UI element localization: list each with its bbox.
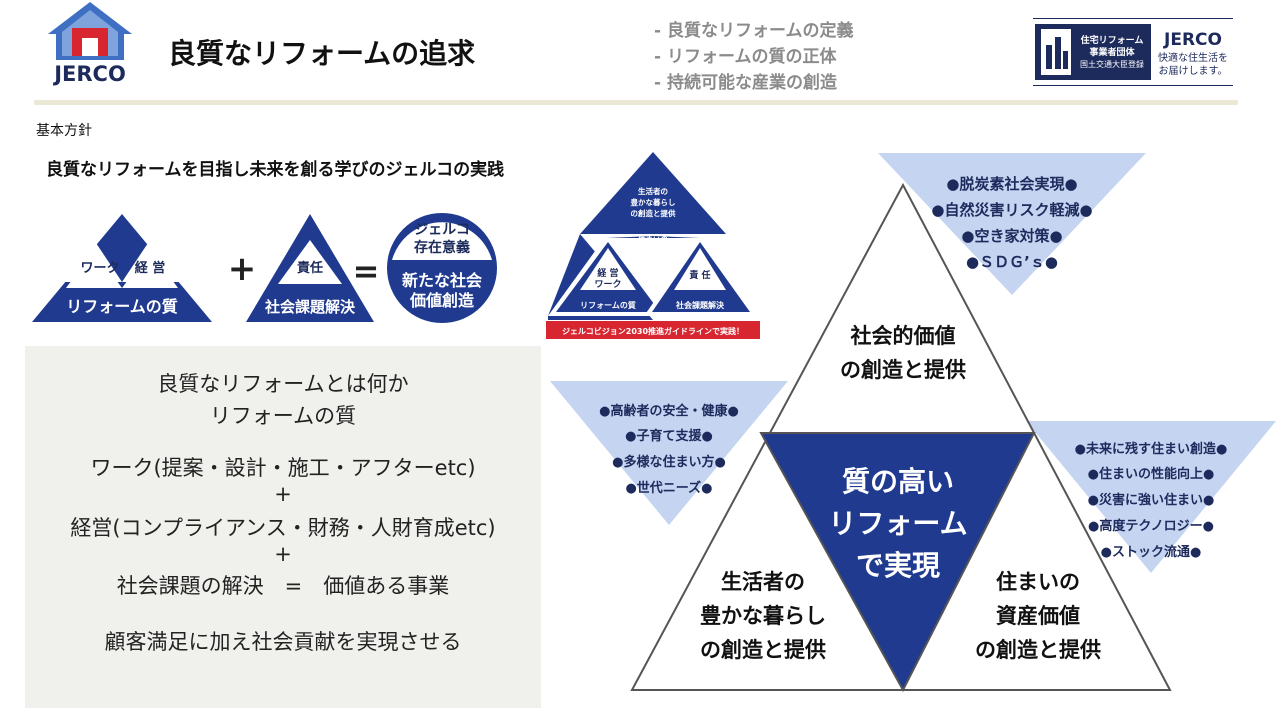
mini-left-line2: ワーク [594, 279, 621, 290]
center-line2: リフォーム [828, 507, 967, 540]
vision-2030-mini-diagram: 生活者の 豊かな暮らし の創造と提供 住まいの 資産価値の 創造と提供 経 営 … [546, 152, 760, 339]
badge-tagline1: 快適な住生活を [1158, 51, 1228, 64]
left-bullet: ●世代ニーズ● [625, 480, 712, 496]
circle-top-line1: ジェルコ [414, 222, 470, 238]
registration-badge: 住宅リフォーム 事業者団体 国土交通大臣登録 JERCO 快適な住生活を お届け… [1033, 18, 1233, 86]
panel-social-line: 社会課題の解決 = 価値ある事業 [116, 574, 450, 598]
mini-top-line2: 豊かな暮らし [631, 197, 676, 207]
right-bullet: ●住まいの性能向上● [1088, 466, 1215, 482]
quality-formula: ワーク 経 営 リフォームの質 + 責任 社会課題解決 = ジェルコ 存在意義 … [32, 213, 497, 323]
top-bullet: ●脱炭素社会実現● [946, 175, 1077, 193]
subtitle: 良質なリフォームを目指し未来を創る学びのジェルコの実践 [46, 160, 505, 180]
mini-banner [546, 321, 760, 339]
mini-mid-line1: 住まいの [638, 234, 668, 244]
badge-tagline2: お届けします。 [1159, 65, 1228, 77]
badge-line2: 事業者団体 [1089, 46, 1135, 58]
reform-quality-triangle [32, 214, 212, 322]
page-title: 良質なリフォームの追求 [168, 37, 476, 70]
mini-mid-line3: 創造と提供 [633, 256, 672, 266]
house-logo-icon [48, 2, 132, 60]
jerco-logo: JERCO [44, 2, 136, 86]
circle-top-line2: 存在意義 [414, 239, 470, 256]
asset-value-line1: 住まいの [996, 570, 1080, 594]
lifestyle-value-line1: 生活者の [721, 570, 805, 594]
mini-left-line1: 経 営 [597, 267, 618, 279]
right-bullet: ●高度テクノロジー● [1088, 518, 1214, 534]
topic-item: - 持続可能な産業の創造 [654, 73, 837, 93]
asset-value-line3: の創造と提供 [975, 638, 1101, 662]
panel-management-line: 経営(コンプライアンス・財務・人財育成etc) [70, 516, 496, 540]
right-bullet: ●ストック流通● [1101, 544, 1202, 560]
circle-bottom-line2: 価値創造 [409, 291, 475, 310]
center-line3: で実現 [856, 549, 940, 582]
panel-plus2: + [274, 542, 292, 566]
mini-right-bottom: 社会課題解決 [675, 300, 725, 310]
equals-sign: = [353, 252, 380, 290]
panel-work-line: ワーク(提案・設計・施工・アフターetc) [90, 456, 476, 480]
left-bullet: ●高齢者の安全・健康● [599, 403, 739, 419]
center-line1: 質の高い [842, 465, 954, 498]
asset-value-line2: 資産価値 [996, 604, 1080, 628]
reform-quality-label: リフォームの質 [66, 297, 178, 316]
responsibility-label: 責任 [297, 260, 323, 276]
panel-heading1: 良質なリフォームとは何か [157, 372, 409, 396]
left-issue-triangle [550, 381, 788, 525]
left-bullet: ●多様な住まい方● [612, 454, 726, 470]
lifestyle-value-line3: の創造と提供 [700, 638, 826, 662]
top-bullet: ●空き家対策● [961, 227, 1062, 245]
right-bullet: ●未来に残す住まい創造● [1075, 441, 1228, 457]
mini-top-line3: の創造と提供 [631, 208, 676, 218]
lifestyle-value-line2: 豊かな暮らし [700, 604, 826, 628]
mini-right-line1: 責 任 [689, 269, 710, 281]
social-value-line2: の創造と提供 [840, 358, 966, 382]
value-creation-diagram: ●脱炭素社会実現● ●自然災害リスク軽減● ●空き家対策● ●ＳＤＧ’ｓ● ●高… [550, 153, 1276, 693]
badge-line1: 住宅リフォーム [1081, 34, 1144, 46]
mini-banner-text: ジェルコビジョン2030推進ガイドラインで実践！ [562, 326, 744, 336]
panel-plus1: + [274, 482, 292, 506]
left-bullet: ●子育て支援● [625, 428, 713, 444]
circle-bottom-line1: 新たな社会 [402, 271, 482, 290]
top-bullet: ●自然災害リスク軽減● [931, 201, 1092, 219]
badge-line3: 国土交通大臣登録 [1080, 59, 1144, 69]
management-label: 経 営 [135, 260, 166, 276]
topic-list: - 良質なリフォームの定義 - リフォームの質の正体 - 持続可能な産業の創造 [654, 18, 853, 96]
plus-sign: + [228, 249, 257, 289]
social-value-line1: 社会的価値 [850, 324, 956, 348]
mini-top-line1: 生活者の [638, 186, 668, 196]
social-issue-label: 社会課題解決 [264, 298, 356, 316]
mini-mid-line2: 資産価値の [634, 245, 672, 255]
right-issue-triangle [1026, 421, 1276, 573]
top-bullet: ●ＳＤＧ’ｓ● [966, 253, 1058, 271]
work-label: ワーク [80, 261, 119, 276]
topic-item: - 良質なリフォームの定義 [654, 21, 854, 41]
right-bullet: ●災害に強い住まい● [1088, 492, 1215, 508]
badge-brand: JERCO [1163, 30, 1222, 50]
panel-heading2: リフォームの質 [209, 404, 357, 428]
topic-item: - リフォームの質の正体 [654, 47, 837, 67]
top-issue-triangle [878, 153, 1146, 295]
panel-conclusion: 顧客満足に加え社会貢献を実現させる [104, 630, 462, 654]
logo-wordmark: JERCO [54, 62, 126, 86]
header-divider [34, 100, 1238, 105]
explanation-panel: 良質なリフォームとは何か リフォームの質 ワーク(提案・設計・施工・アフターet… [25, 346, 541, 708]
mini-left-bottom: リフォームの質 [580, 300, 636, 310]
section-label: 基本方針 [36, 123, 92, 139]
